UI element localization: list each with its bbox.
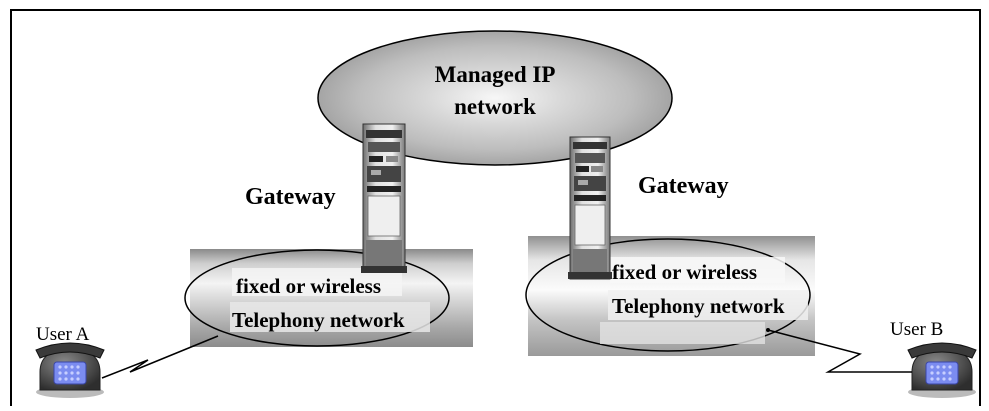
user-b-link-endpoint <box>766 328 770 332</box>
user-a-label: User A <box>36 324 90 345</box>
user-b-phone-icon <box>907 342 977 398</box>
left-telephony-network: fixed or wireless Telephony network <box>184 249 473 347</box>
right-telephony-network: fixed or wireless Telephony network <box>525 236 815 356</box>
core-network-label-line2: network <box>454 94 536 119</box>
gateway-left-label: Gateway <box>245 184 336 210</box>
gateway-right-label: Gateway <box>638 173 729 199</box>
core-network-label-line1: Managed IP <box>435 62 556 87</box>
right-network-label-line2: Telephony network <box>612 294 785 318</box>
left-network-label-line1: fixed or wireless <box>236 274 381 298</box>
left-network-label-line2: Telephony network <box>232 308 405 332</box>
right-network-label-line1: fixed or wireless <box>612 260 757 284</box>
user-b-link <box>767 329 912 373</box>
user-a-phone-icon <box>35 342 105 398</box>
managed-ip-network: Managed IP network <box>317 30 673 166</box>
gateway-left-device <box>361 123 407 273</box>
user-a-link <box>101 335 219 379</box>
user-b-label: User B <box>890 319 943 340</box>
gateway-right-device <box>568 136 612 280</box>
